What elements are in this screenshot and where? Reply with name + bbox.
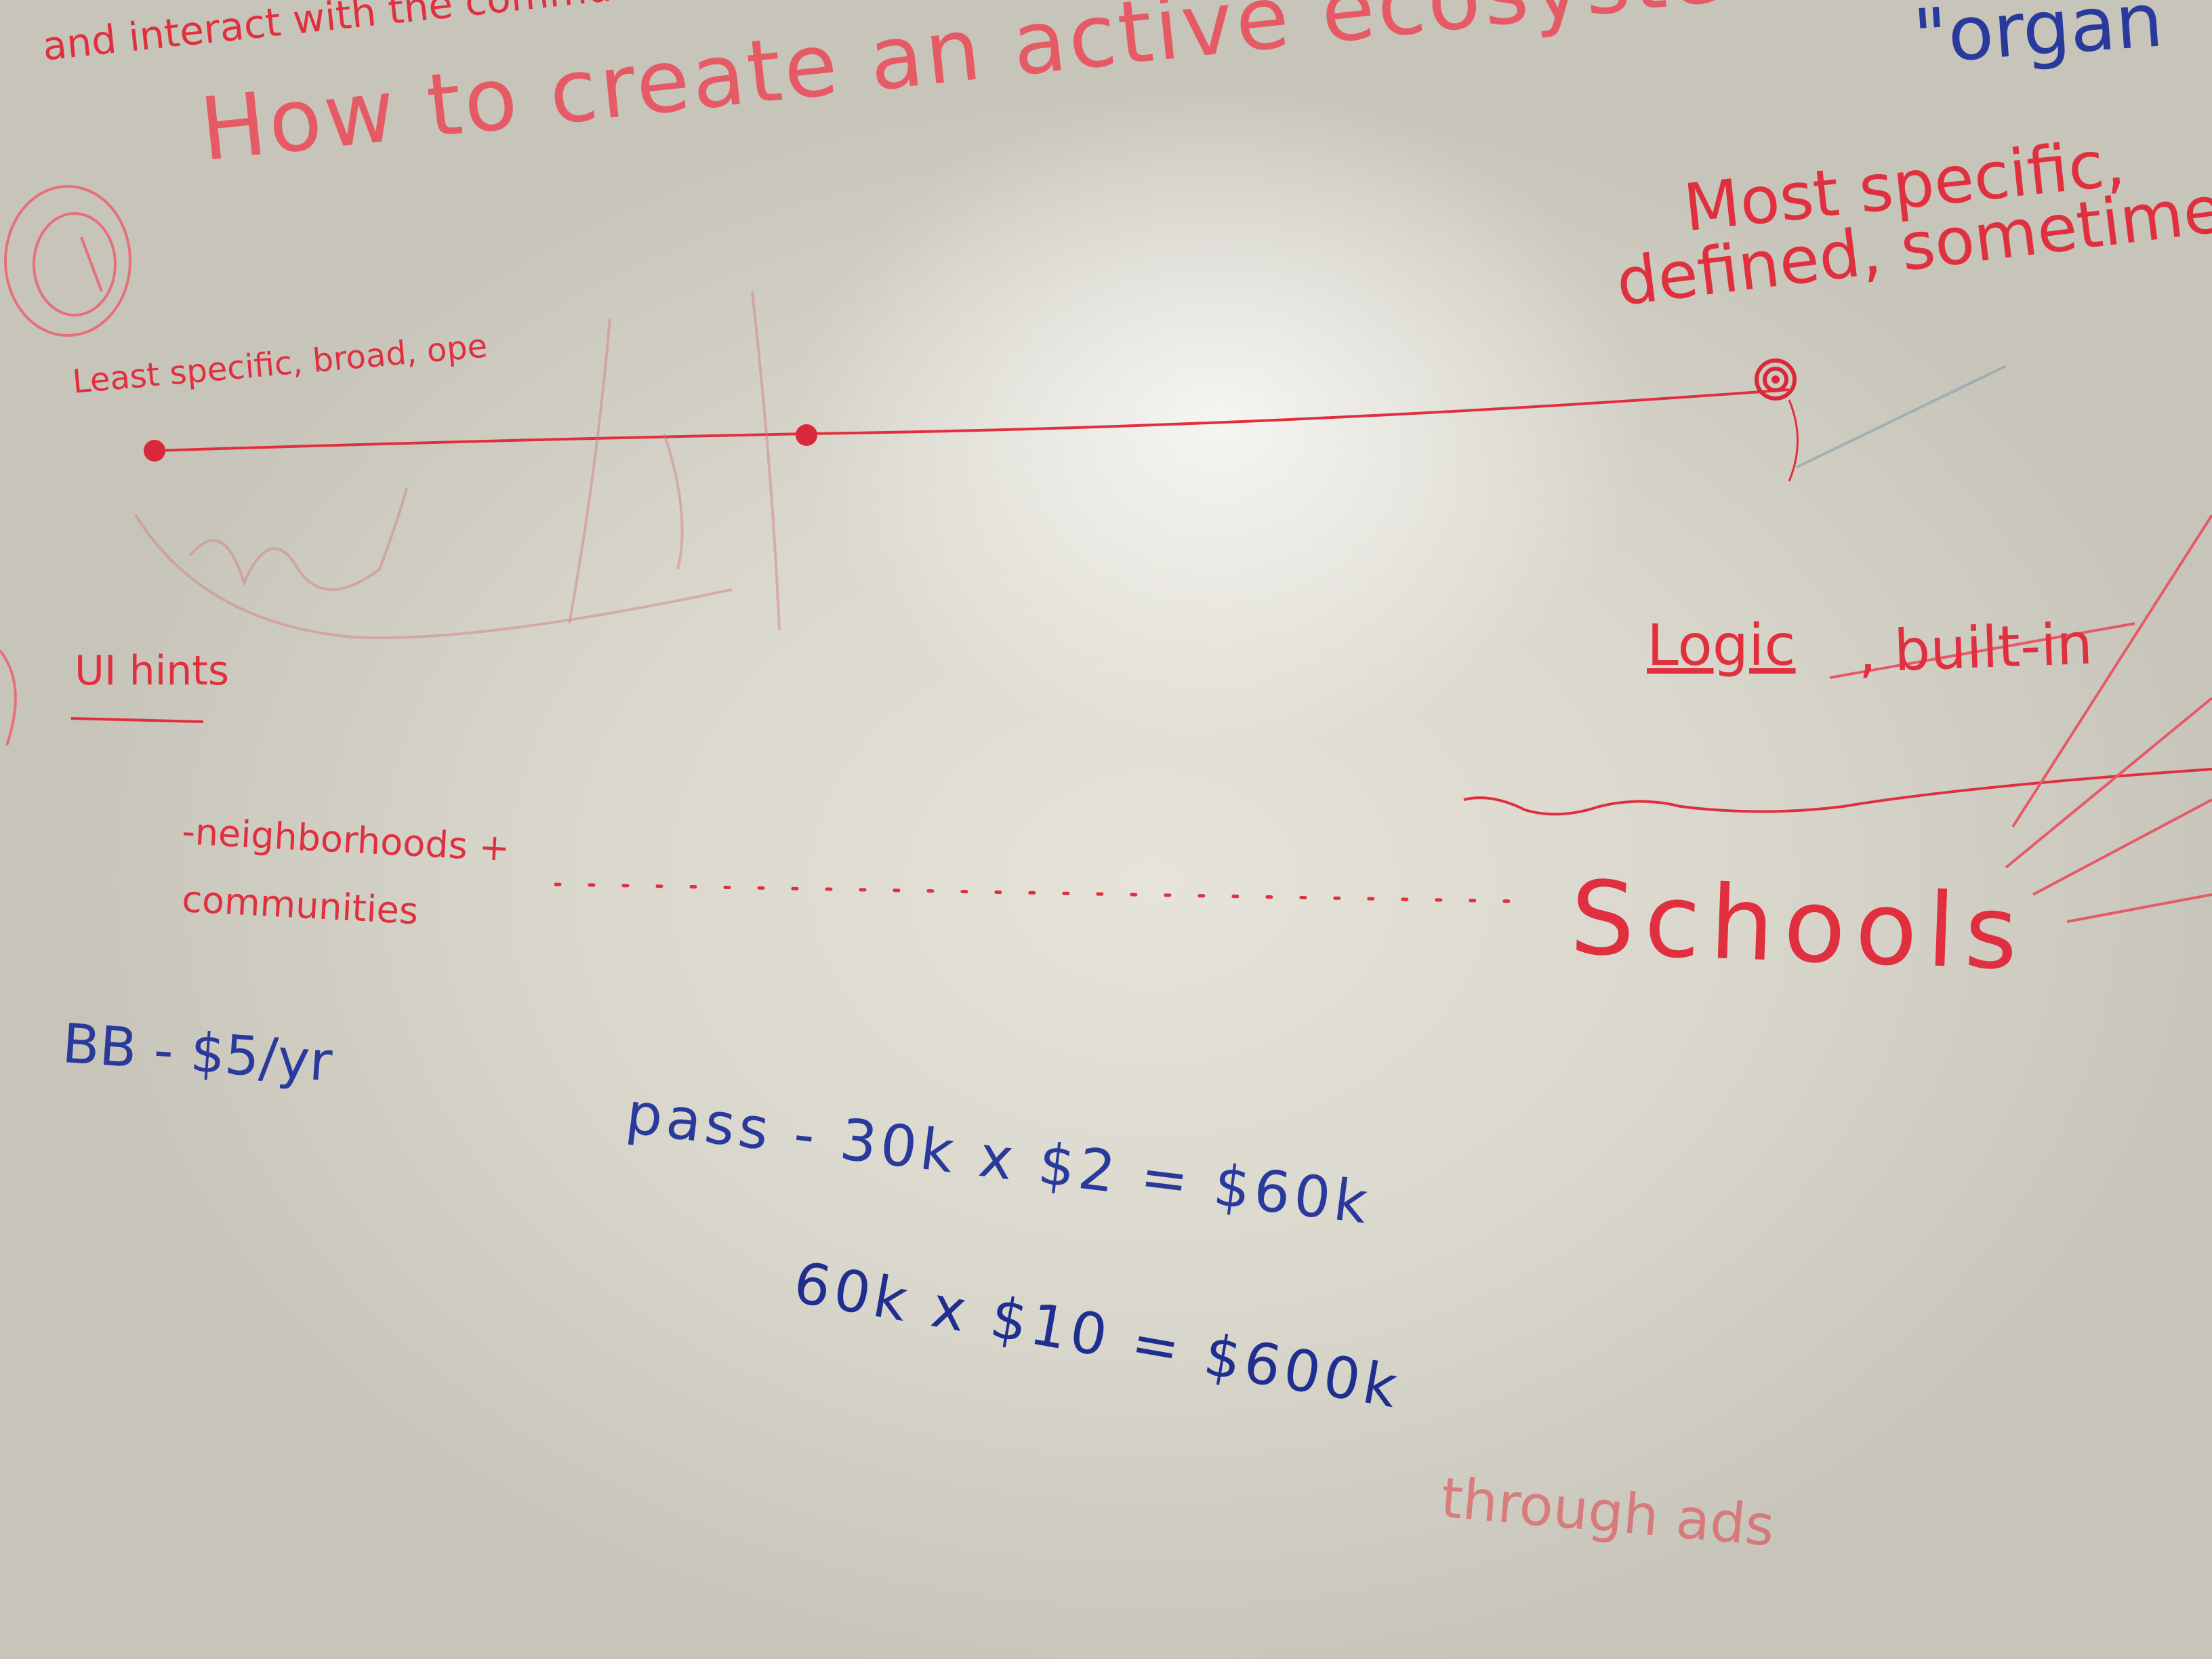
spectrum-line <box>155 388 1790 452</box>
right-diagonal-strokes <box>1795 365 2212 923</box>
right-hook-stroke <box>1788 399 1799 482</box>
top-right-fragment-text: "organ <box>1910 0 2166 81</box>
spectrum-dot-middle <box>796 424 817 446</box>
ui-hints-label: UI hints <box>75 647 230 695</box>
partial-circle-stroke <box>0 649 17 746</box>
wavy-divider <box>1463 768 2212 816</box>
spectrum-dot-left <box>144 440 165 462</box>
circled-q-icon <box>4 185 131 337</box>
erased-scribbles <box>134 291 781 640</box>
logic-label: Logic <box>1647 612 1796 678</box>
built-in-label: , built-in <box>1856 610 2094 685</box>
dotted-connector <box>554 882 1520 903</box>
schools-label: Schools <box>1568 859 2030 994</box>
ui-hints-underline <box>70 717 204 723</box>
spectrum-dot-right <box>1755 359 1797 401</box>
